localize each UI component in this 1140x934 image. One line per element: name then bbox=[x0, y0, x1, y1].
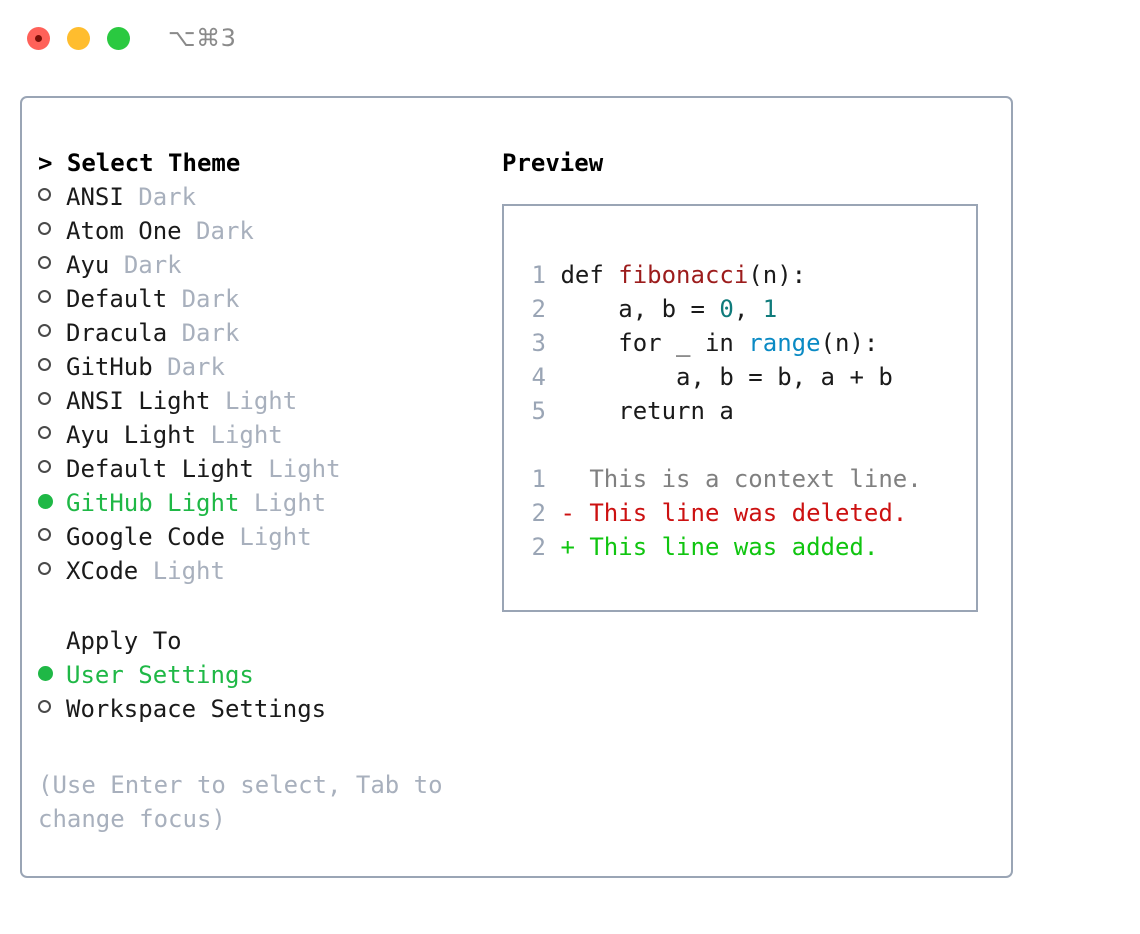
line-number: 3 bbox=[531, 329, 546, 357]
line-number: 1 bbox=[531, 261, 546, 289]
line-number: 4 bbox=[531, 363, 546, 391]
apply-to-option-workspace-settings[interactable]: Workspace Settings bbox=[38, 692, 488, 726]
code-token-fn: fibonacci bbox=[618, 261, 749, 289]
theme-option-tag: Light bbox=[268, 455, 341, 483]
diff-line-ctx: 1 This is a context line. bbox=[522, 462, 922, 496]
line-number: 5 bbox=[531, 397, 546, 425]
theme-option-default-light[interactable]: Default Light Light bbox=[38, 452, 488, 486]
theme-option-tag: Light bbox=[224, 387, 298, 415]
code-token-plain: (n): bbox=[748, 261, 807, 289]
theme-option-label: ANSI Light bbox=[66, 387, 211, 415]
code-line: 4 a, b = b, a + b bbox=[522, 360, 922, 394]
code-blank-line bbox=[522, 428, 922, 462]
diff-line-text: This is a context line. bbox=[546, 465, 922, 493]
diff-line-del: 2 - This line was deleted. bbox=[522, 496, 922, 530]
theme-option-tag: Dark bbox=[123, 251, 182, 279]
section-spacer bbox=[38, 588, 488, 624]
theme-option-atom-one[interactable]: Atom One Dark bbox=[38, 214, 488, 248]
maximize-button[interactable] bbox=[107, 27, 130, 50]
title-bar: ⌥⌘3 bbox=[0, 0, 1140, 76]
minimize-button[interactable] bbox=[67, 27, 90, 50]
theme-option-label: Default Light bbox=[66, 455, 254, 483]
line-number: 2 bbox=[531, 533, 546, 561]
code-token-plain: , bbox=[733, 295, 763, 323]
theme-option-tag: Light bbox=[253, 489, 327, 517]
theme-option-tag: Dark bbox=[196, 217, 254, 245]
theme-option-tag: Dark bbox=[138, 183, 197, 211]
code-line: 2 a, b = 0, 1 bbox=[522, 292, 922, 326]
line-number: 2 bbox=[531, 499, 546, 527]
theme-option-label: GitHub Light bbox=[66, 489, 240, 517]
theme-option-label: Default bbox=[66, 285, 168, 313]
diff-line-text: - This line was deleted. bbox=[546, 499, 908, 527]
theme-option-label: Ayu bbox=[66, 251, 110, 279]
theme-option-tag: Light bbox=[239, 523, 312, 551]
theme-option-label: GitHub bbox=[66, 353, 153, 381]
code-line: 1 def fibonacci(n): bbox=[522, 258, 922, 292]
select-theme-heading: > Select Theme bbox=[38, 149, 241, 177]
theme-option-ansi-light[interactable]: ANSI Light Light bbox=[38, 384, 488, 418]
code-line: 5 return a bbox=[522, 394, 922, 428]
line-number: 1 bbox=[531, 465, 546, 493]
code-token-plain: a, b = b, a + b bbox=[560, 363, 893, 391]
theme-option-dracula[interactable]: Dracula Dark bbox=[38, 316, 488, 350]
preview-heading: Preview bbox=[502, 149, 604, 177]
theme-option-label: Google Code bbox=[66, 523, 225, 551]
diff-line-text: + This line was added. bbox=[546, 533, 879, 561]
theme-option-github[interactable]: GitHub Dark bbox=[38, 350, 488, 384]
code-token-plain: for _ in bbox=[560, 329, 749, 357]
theme-option-tag: Dark bbox=[181, 319, 240, 347]
code-token-plain: (n): bbox=[820, 329, 879, 357]
code-line: 3 for _ in range(n): bbox=[522, 326, 922, 360]
apply-to-option-label: Workspace Settings bbox=[66, 695, 327, 723]
theme-option-tag: Light bbox=[152, 557, 225, 585]
code-token-kw: range bbox=[748, 329, 821, 357]
preview-column: Preview 1 def fibonacci(n):2 a, b = 0, 1… bbox=[502, 146, 1002, 612]
theme-option-default[interactable]: Default Dark bbox=[38, 282, 488, 316]
theme-option-label: Dracula bbox=[66, 319, 168, 347]
close-button[interactable] bbox=[27, 27, 50, 50]
theme-option-github-light[interactable]: GitHub Light Light bbox=[38, 486, 488, 520]
keyboard-hint-text: (Use Enter to select, Tab to change focu… bbox=[38, 771, 443, 833]
theme-option-ayu[interactable]: Ayu Dark bbox=[38, 248, 488, 282]
diff-line-add: 2 + This line was added. bbox=[522, 530, 922, 564]
apply-to-heading: Apply To bbox=[66, 627, 182, 655]
theme-option-google-code[interactable]: Google Code Light bbox=[38, 520, 488, 554]
theme-option-xcode[interactable]: XCode Light bbox=[38, 554, 488, 588]
theme-option-tag: Dark bbox=[167, 353, 225, 381]
theme-option-label: ANSI bbox=[66, 183, 124, 211]
code-token-plain: a, b = bbox=[560, 295, 720, 323]
theme-option-tag: Dark bbox=[181, 285, 240, 313]
apply-to-option-user-settings[interactable]: User Settings bbox=[38, 658, 488, 692]
theme-option-ansi[interactable]: ANSI Dark bbox=[38, 180, 488, 214]
apply-to-option-label: User Settings bbox=[66, 661, 254, 689]
line-number: 2 bbox=[531, 295, 546, 323]
code-token-num: 0 bbox=[719, 295, 734, 323]
code-token-num: 1 bbox=[762, 295, 778, 323]
theme-option-label: XCode bbox=[66, 557, 139, 585]
theme-option-tag: Light bbox=[210, 421, 283, 449]
theme-option-ayu-light[interactable]: Ayu Light Light bbox=[38, 418, 488, 452]
theme-option-label: Ayu Light bbox=[66, 421, 197, 449]
theme-option-label: Atom One bbox=[66, 217, 182, 245]
code-token-plain: return a bbox=[560, 397, 734, 425]
code-token-plain: def bbox=[560, 261, 619, 289]
keyboard-shortcut-label: ⌥⌘3 bbox=[168, 24, 237, 52]
